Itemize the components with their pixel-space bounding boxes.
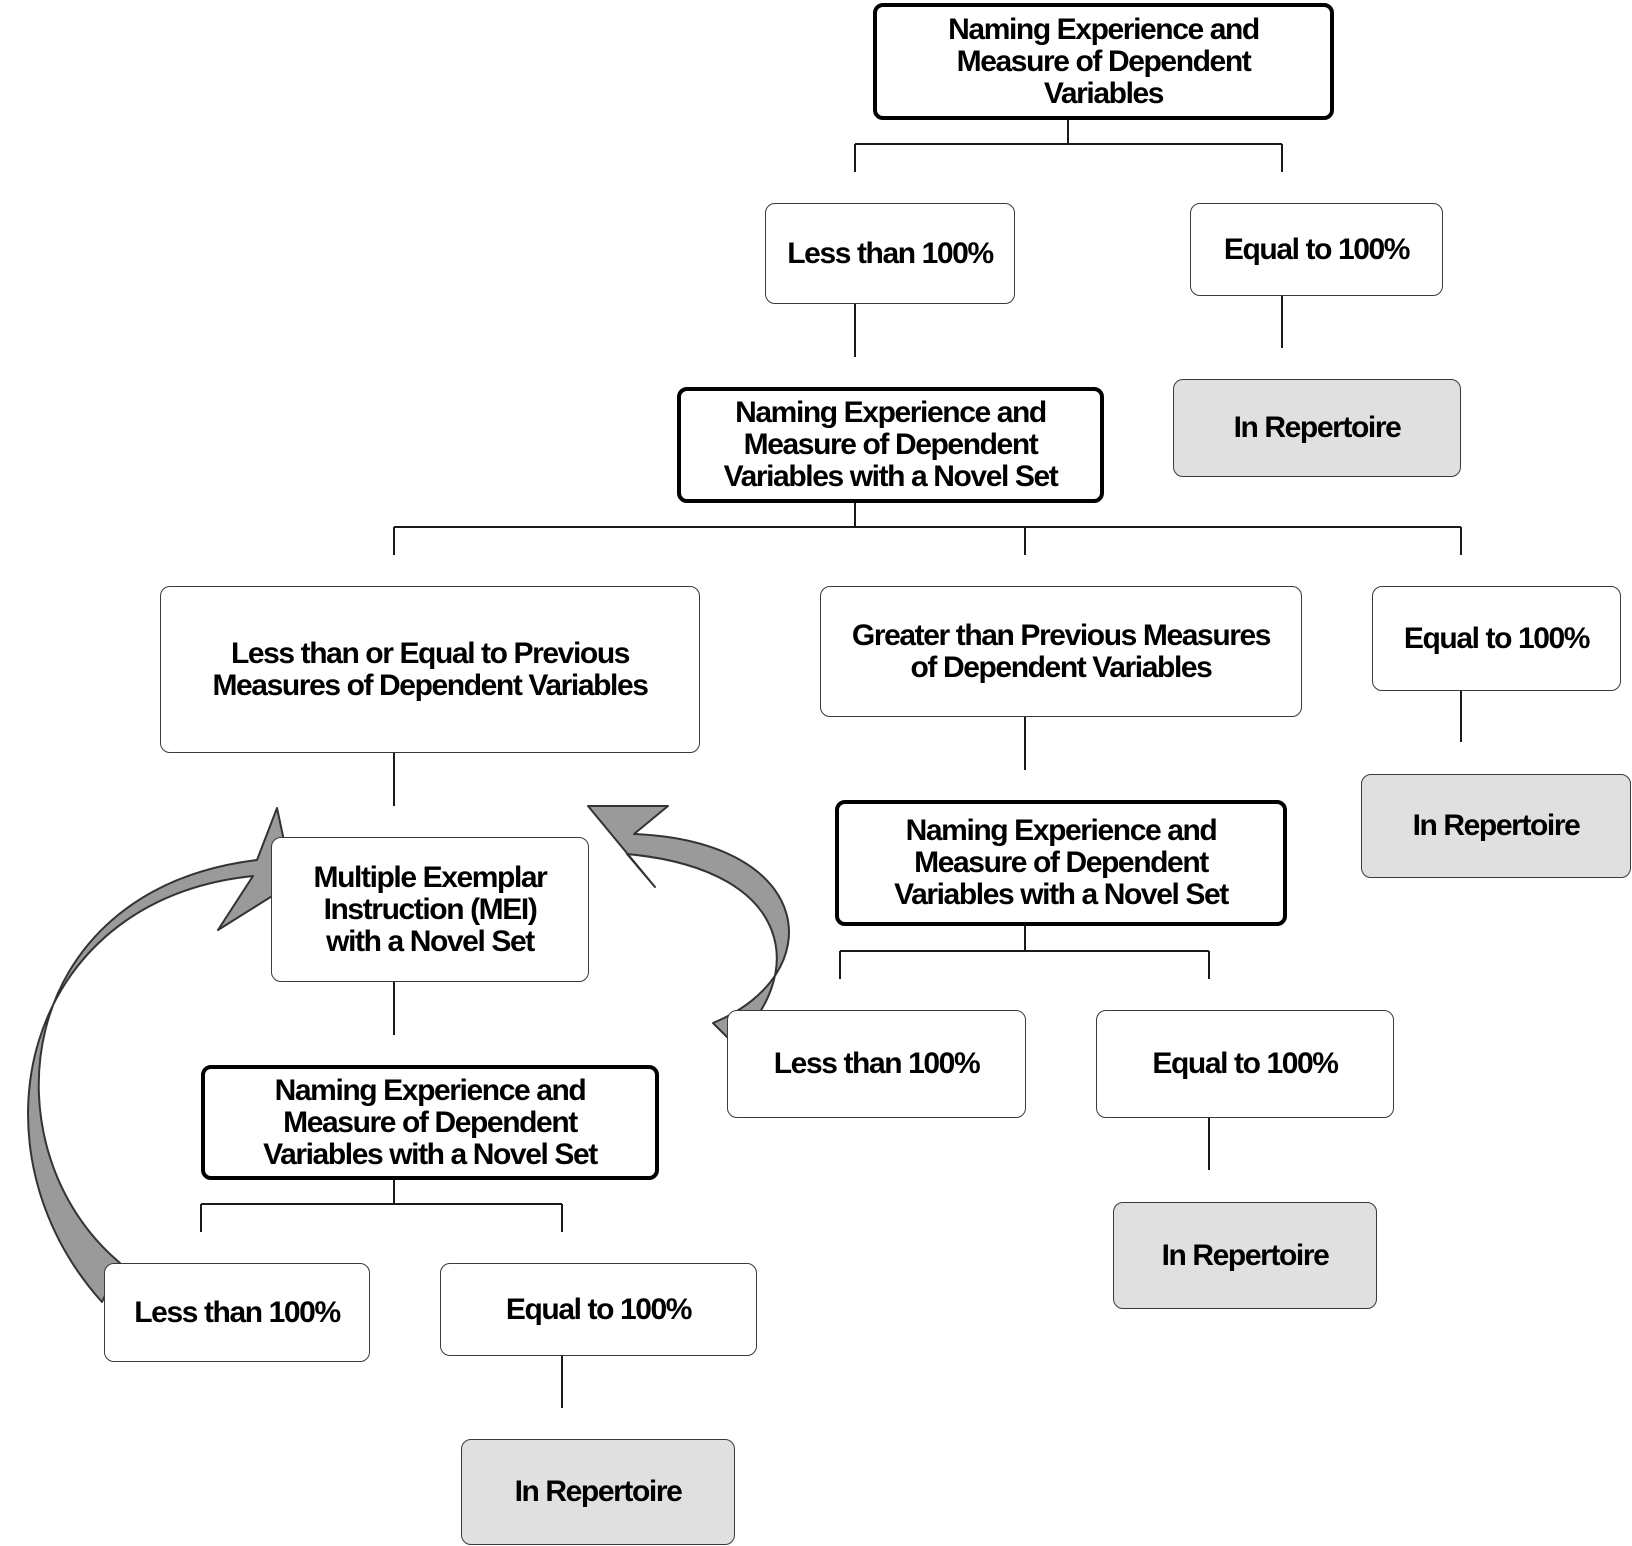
less-or-equal-previous-label: Less than or Equal to Previous Measures …	[212, 636, 649, 702]
top-less-label: Less than 100%	[787, 236, 994, 270]
bottom-repertoire-label: In Repertoire	[514, 1475, 683, 1508]
top-decision-box: Naming Experience and Measure of Depende…	[873, 3, 1334, 120]
bottom-equal-label: Equal to 100%	[505, 1292, 693, 1326]
right-decision-box: Naming Experience and Measure of Depende…	[835, 800, 1287, 926]
right-repertoire-label: In Repertoire	[1161, 1238, 1330, 1272]
top-equal-label: Equal to 100%	[1223, 232, 1411, 266]
right-repertoire-box: In Repertoire	[1113, 1202, 1377, 1309]
second-equal-box: Equal to 100%	[1372, 586, 1621, 691]
second-decision-label: Naming Experience and Measure of Depende…	[723, 396, 1059, 493]
top-decision-label: Naming Experience and Measure of Depende…	[948, 12, 1260, 110]
connector-top	[854, 120, 1283, 172]
loop-arrow-left	[27, 807, 294, 1303]
greater-previous-label: Greater than Previous Measures of Depend…	[851, 618, 1272, 684]
top-less-box: Less than 100%	[765, 203, 1015, 304]
bottom-repertoire-box: In Repertoire	[461, 1439, 735, 1545]
second-equal-label: Equal to 100%	[1403, 621, 1591, 655]
bottom-decision-box: Naming Experience and Measure of Depende…	[201, 1065, 659, 1180]
bottom-less-box: Less than 100%	[104, 1263, 370, 1362]
connector-second	[393, 503, 1462, 555]
top-repertoire-box: In Repertoire	[1173, 379, 1461, 477]
right-equal-box: Equal to 100%	[1096, 1010, 1394, 1118]
connector-bottom	[200, 1180, 563, 1232]
greater-previous-box: Greater than Previous Measures of Depend…	[820, 586, 1302, 717]
right-equal-label: Equal to 100%	[1152, 1047, 1339, 1080]
second-decision-box: Naming Experience and Measure of Depende…	[677, 387, 1104, 503]
loop-arrow-right	[587, 805, 790, 1044]
bottom-equal-box: Equal to 100%	[440, 1263, 757, 1356]
connector-lines	[200, 120, 1462, 1408]
right-less-label: Less than 100%	[773, 1047, 981, 1080]
bottom-decision-label: Naming Experience and Measure of Depende…	[263, 1073, 598, 1171]
bottom-less-label: Less than 100%	[134, 1295, 341, 1329]
second-repertoire-label: In Repertoire	[1412, 809, 1581, 842]
top-equal-box: Equal to 100%	[1190, 203, 1443, 296]
less-or-equal-previous-box: Less than or Equal to Previous Measures …	[160, 586, 700, 753]
connector-right	[839, 926, 1210, 979]
right-decision-label: Naming Experience and Measure of Depende…	[894, 814, 1229, 911]
right-less-box: Less than 100%	[727, 1010, 1026, 1118]
second-repertoire-box: In Repertoire	[1361, 774, 1631, 878]
mei-label: Multiple Exemplar Instruction (MEI) with…	[313, 860, 548, 958]
top-repertoire-label: In Repertoire	[1233, 411, 1402, 444]
mei-box: Multiple Exemplar Instruction (MEI) with…	[271, 837, 589, 982]
